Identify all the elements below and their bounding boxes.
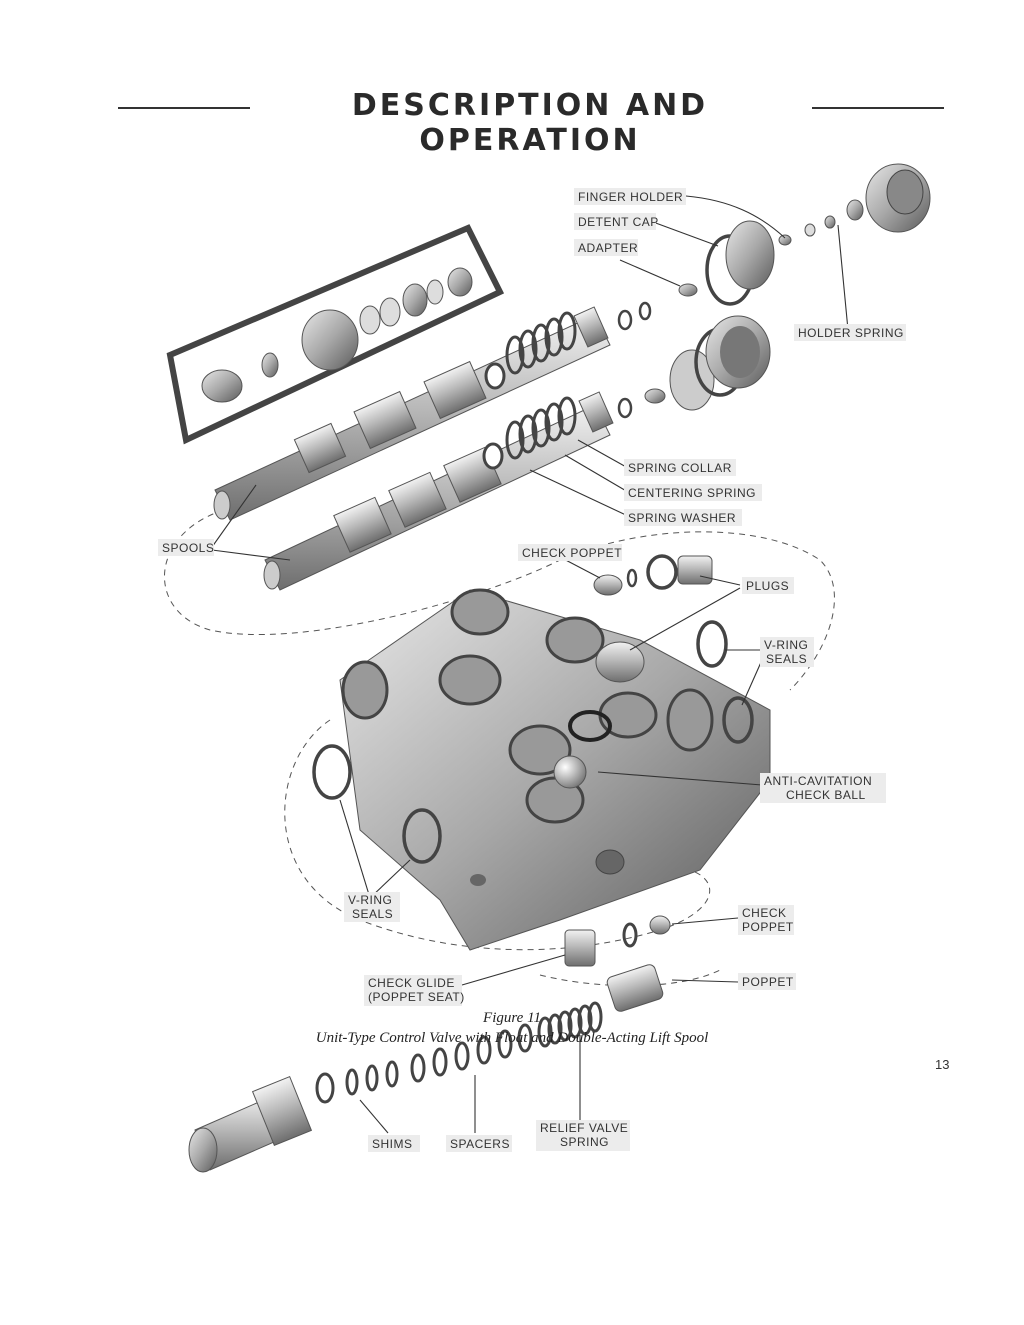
v-ring-seal-left-1 (312, 744, 352, 800)
label-anti-cavitation-check-ball: ANTI-CAVITATION CHECK BALL (760, 773, 886, 803)
label-v-ring-seals-right: V-RING SEALS (760, 637, 814, 667)
svg-text:HOLDER SPRING: HOLDER SPRING (798, 326, 904, 340)
svg-text:SPRING WASHER: SPRING WASHER (628, 511, 736, 525)
label-plugs: PLUGS (742, 577, 794, 594)
v-ring-seal-left-2 (402, 808, 442, 864)
upper-spring (505, 311, 577, 375)
svg-text:V-RING: V-RING (764, 638, 808, 652)
svg-text:DETENT CAP: DETENT CAP (578, 215, 659, 229)
spring-washer-ring-1 (617, 309, 633, 331)
svg-text:SPOOLS: SPOOLS (162, 541, 214, 555)
label-spring-washer: SPRING WASHER (624, 509, 742, 526)
label-check-glide: CHECK GLIDE (POPPET SEAT) (364, 975, 465, 1006)
inset-parts-box (166, 224, 505, 445)
spring-washer-ring-2 (638, 301, 652, 321)
svg-text:SHIMS: SHIMS (372, 1137, 413, 1151)
svg-text:SEALS: SEALS (352, 907, 393, 921)
figure-caption: Unit-Type Control Valve with Float and D… (315, 1030, 709, 1046)
v-ring-seal-right-2 (722, 696, 754, 744)
svg-text:FINGER HOLDER: FINGER HOLDER (578, 190, 683, 204)
detent-parts (678, 163, 931, 306)
label-relief-valve-spring: RELIEF VALVE SPRING (536, 1120, 630, 1151)
svg-text:CENTERING SPRING: CENTERING SPRING (628, 486, 756, 500)
page-header: DESCRIPTION AND OPERATION (0, 88, 1024, 158)
svg-text:SPRING: SPRING (560, 1135, 609, 1149)
svg-text:POPPET: POPPET (742, 975, 794, 989)
check-glide-parts (564, 915, 671, 1012)
svg-text:CHECK POPPET: CHECK POPPET (522, 546, 622, 560)
v-ring-seal-right-1 (696, 620, 728, 668)
lower-cap-parts (644, 315, 771, 411)
page-number: 13 (935, 1057, 950, 1072)
upper-spool (213, 314, 611, 521)
valve-body (339, 588, 771, 951)
lower-spring (505, 396, 577, 460)
label-spacers: SPACERS (446, 1135, 512, 1152)
relief-valve-plug (188, 1075, 313, 1173)
label-shims: SHIMS (368, 1135, 420, 1152)
label-adapter: ADAPTER (574, 239, 638, 256)
svg-text:POPPET: POPPET (742, 920, 794, 934)
v-ring-seal-mid (568, 710, 612, 742)
svg-text:RELIEF VALVE: RELIEF VALVE (540, 1121, 628, 1135)
svg-text:SEALS: SEALS (766, 652, 807, 666)
upper-spring-collar (573, 306, 609, 348)
label-v-ring-seals-left: V-RING SEALS (344, 892, 400, 922)
label-check-poppet-bottom: CHECK POPPET (738, 905, 794, 935)
svg-text:CHECK: CHECK (742, 906, 787, 920)
page-title: DESCRIPTION AND OPERATION (351, 88, 709, 158)
header-rule-left (118, 107, 250, 109)
lower-spring-collar (578, 391, 614, 433)
dashed-path-spools (164, 504, 835, 691)
label-poppet: POPPET (738, 973, 796, 990)
check-poppet-plug-parts (593, 554, 713, 596)
svg-text:CHECK GLIDE: CHECK GLIDE (368, 976, 455, 990)
label-spools: SPOOLS (158, 539, 214, 556)
label-detent-cap: DETENT CAP (574, 213, 659, 230)
relief-valve-stack (315, 1001, 603, 1104)
svg-text:ANTI-CAVITATION: ANTI-CAVITATION (764, 774, 872, 788)
svg-text:CHECK BALL: CHECK BALL (786, 788, 866, 802)
leader-lines (211, 195, 849, 1134)
label-spring-collar: SPRING COLLAR (624, 459, 736, 476)
label-holder-spring: HOLDER SPRING (794, 324, 906, 341)
svg-text:SPACERS: SPACERS (450, 1137, 510, 1151)
dashed-path-bottom (539, 969, 721, 987)
svg-text:(POPPET SEAT): (POPPET SEAT) (368, 990, 465, 1004)
label-check-poppet-top: CHECK POPPET (518, 544, 622, 561)
svg-text:PLUGS: PLUGS (746, 579, 789, 593)
spring-washer-ring-3 (617, 397, 633, 419)
header-rule-right (812, 107, 944, 109)
svg-text:SPRING COLLAR: SPRING COLLAR (628, 461, 732, 475)
label-centering-spring: CENTERING SPRING (624, 484, 762, 501)
dashed-path-body-left (284, 719, 711, 951)
svg-text:V-RING: V-RING (348, 893, 392, 907)
svg-text:ADAPTER: ADAPTER (578, 241, 638, 255)
label-finger-holder: FINGER HOLDER (574, 188, 686, 205)
figure-number: Figure 11 (483, 1010, 541, 1026)
